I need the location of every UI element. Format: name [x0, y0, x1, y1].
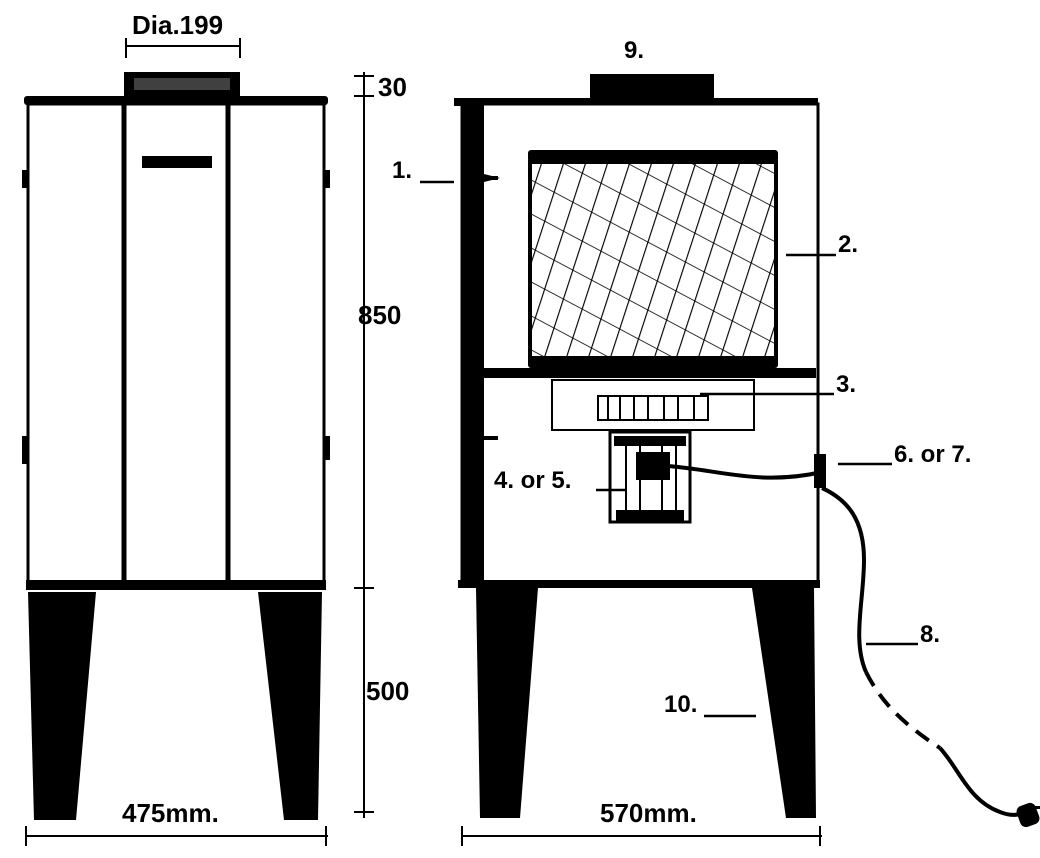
- front-leg-right: [258, 592, 322, 820]
- callout-4-5: 4. or 5.: [494, 467, 571, 494]
- label-width-front: 475mm.: [122, 798, 219, 828]
- side-flue-collar: [590, 74, 714, 100]
- callout-6-7: 6. or 7.: [894, 441, 971, 468]
- motor: [608, 430, 692, 524]
- label-diameter: Dia.199: [132, 10, 223, 40]
- callout-2: 2.: [838, 231, 858, 258]
- side-leg-front: [476, 588, 538, 818]
- dimension-lines: [25, 38, 822, 846]
- label-height-top: 30: [378, 72, 407, 102]
- side-view: [454, 74, 1040, 828]
- front-cabinet: [26, 102, 326, 586]
- leader-lines: [420, 180, 918, 718]
- front-bottom-rail: [26, 580, 326, 590]
- filter-cartridge: [528, 150, 778, 368]
- front-leg-left: [28, 592, 96, 820]
- callout-10: 10.: [664, 691, 697, 718]
- power-plug: [1016, 802, 1040, 828]
- power-cord: [821, 486, 868, 673]
- label-height-legs: 500: [366, 676, 409, 706]
- front-flue-collar: [124, 72, 240, 96]
- callout-8: 8.: [920, 621, 940, 648]
- callout-1: 1.: [392, 157, 412, 184]
- side-leg-rear: [752, 588, 816, 818]
- callout-3: 3.: [836, 371, 856, 398]
- front-door-handle: [142, 156, 212, 168]
- fan-housing: [551, 379, 755, 431]
- front-view: [22, 72, 330, 820]
- label-height-body: 850: [358, 300, 401, 330]
- switch: [814, 454, 826, 488]
- callout-9: 9.: [624, 37, 644, 64]
- label-width-side: 570mm.: [600, 798, 697, 828]
